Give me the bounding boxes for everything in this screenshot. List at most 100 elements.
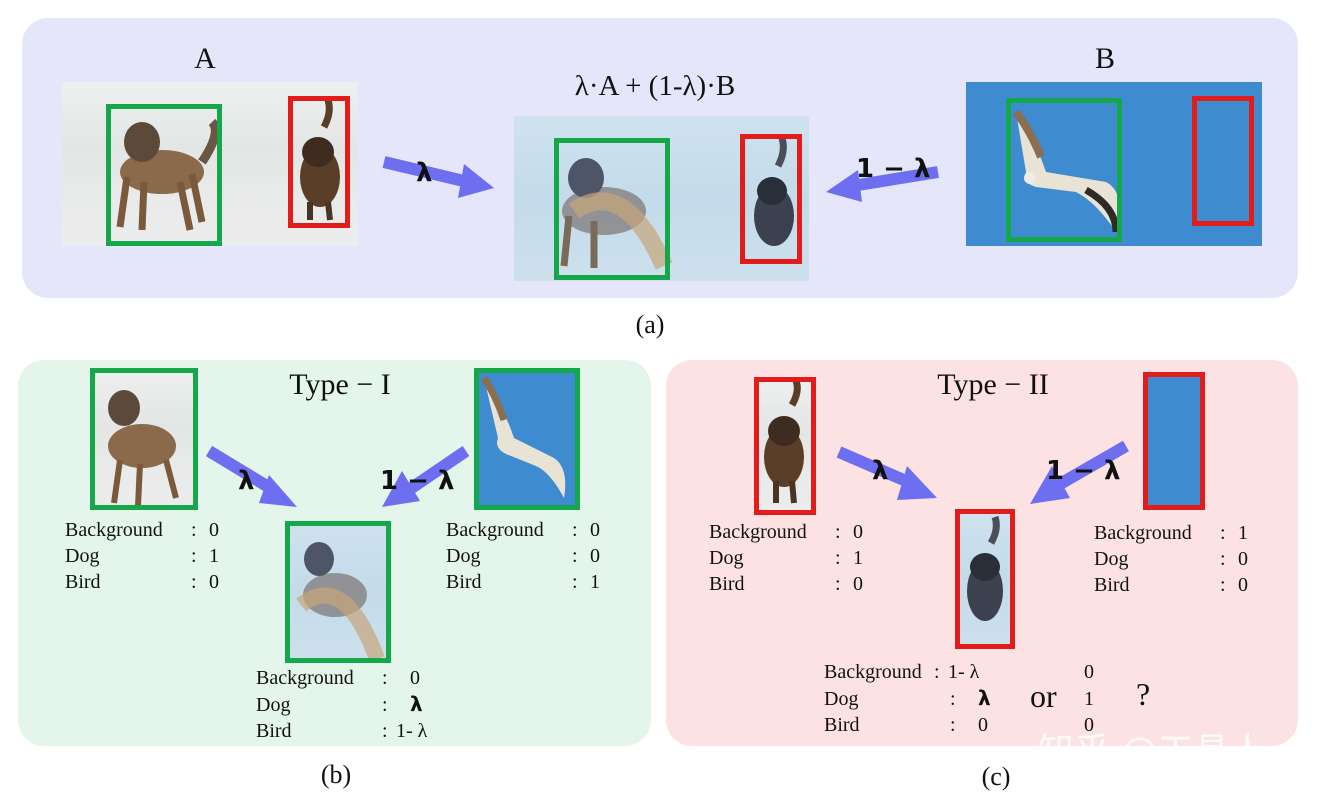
label-value: 0 (1238, 548, 1248, 570)
label-name: Background (709, 521, 807, 543)
question-mark: ? (1136, 676, 1151, 712)
arrow-one-minus-lambda-b-label: 1 − λ (380, 466, 455, 496)
mixed-illustration (560, 136, 794, 270)
type-i-mixed-illustration (296, 542, 385, 662)
label-sep: : (191, 519, 197, 541)
arrow-lambda-c (836, 446, 937, 500)
image-b-label: B (1094, 42, 1115, 75)
mixup-formula: λ·A + (1-λ)·B (574, 70, 736, 102)
label-sep: : (572, 519, 578, 541)
label-value: 0 (853, 521, 863, 543)
label-value: 0 (978, 714, 988, 736)
label-sep: : (191, 545, 197, 567)
type-i-bird-illustration (481, 376, 566, 498)
label-value: 1- λ (396, 720, 428, 742)
watermark: 知乎 @工具人 (1038, 731, 1266, 772)
type-ii-title: Type − II (937, 368, 1049, 401)
type-i-bird-crop (474, 368, 580, 510)
label-sep: : (1220, 574, 1226, 596)
image-b-bird (966, 82, 1262, 246)
label-value: 1 (1238, 522, 1248, 544)
label-value: 0 (853, 573, 863, 595)
label-name: Background (65, 519, 163, 541)
arrow-lambda-c-label: λ (872, 456, 889, 486)
mixed-image (514, 116, 809, 281)
arrow-lambda-b (205, 445, 297, 507)
label-value: 0 (590, 545, 600, 567)
background-bbox-red (1192, 96, 1254, 226)
label-name: Bird (446, 571, 482, 593)
type-i-bird-box (474, 368, 580, 510)
type-ii-background-box (1143, 372, 1205, 510)
arrow-one-minus-lambda-a (826, 166, 939, 202)
label-name: Bird (65, 571, 101, 593)
type-ii-right-labels: Background:1 Dog:0 Bird:0 (1094, 520, 1248, 598)
label-name: Dog (446, 545, 481, 567)
label-name: Background (256, 667, 354, 689)
arrow-one-minus-lambda-b (382, 446, 470, 507)
type-ii-left-labels: Background:0 Dog:1 Bird:0 (709, 519, 863, 597)
arrow-lambda-a (382, 156, 494, 198)
label-alt-value: 0 (1084, 714, 1094, 736)
type-ii-mixed-box (955, 509, 1015, 649)
type-ii-dog-crop (754, 377, 816, 515)
label-value: 1 (853, 547, 863, 569)
caption-b: (b) (320, 760, 352, 789)
label-name: Dog (824, 688, 859, 710)
label-sep: : (835, 573, 841, 595)
type-i-title: Type − I (289, 368, 391, 401)
bird-illustration (1012, 109, 1120, 233)
arrow-one-minus-lambda-c (1030, 440, 1129, 504)
label-name: Bird (1094, 574, 1130, 596)
type-ii-mixed-crop (955, 509, 1015, 649)
image-a-dogs (62, 82, 358, 246)
type-i-mixed-labels: Background:0 Dog:λ Bird:1- λ (256, 665, 427, 744)
label-name: Bird (709, 573, 745, 595)
type-i-right-labels: Background:0 Dog:0 Bird:1 (446, 517, 600, 595)
type-ii-dog-illustration (764, 379, 804, 504)
label-sep: : (934, 661, 940, 683)
label-sep: : (950, 688, 956, 710)
image-a-label: A (194, 42, 216, 75)
label-value: 0 (209, 519, 219, 541)
type-i-dog-illustration (108, 390, 179, 507)
label-name: Dog (65, 545, 100, 567)
label-sep: : (382, 694, 388, 716)
type-i-dog-crop (90, 368, 198, 510)
label-value: λ (410, 692, 423, 716)
label-value: 1 (590, 571, 600, 593)
label-value: 1- λ (948, 661, 980, 683)
type-i-left-labels: Background:0 Dog:1 Bird:0 (65, 517, 219, 595)
label-value: 0 (209, 571, 219, 593)
type-ii-dog-box (754, 377, 816, 515)
bird-bbox-green (1006, 98, 1122, 242)
mixed-bbox-green (554, 138, 670, 280)
label-sep: : (382, 720, 388, 742)
label-sep: : (1220, 548, 1226, 570)
label-value: 0 (1238, 574, 1248, 596)
type-i-mixed-box (285, 521, 391, 663)
arrow-lambda-b-label: λ (238, 466, 255, 496)
label-name: Dog (256, 694, 291, 716)
label-name: Bird (256, 720, 292, 742)
label-sep: : (835, 521, 841, 543)
label-name: Dog (709, 547, 744, 569)
type-i-dog-box (90, 368, 198, 510)
label-sep: : (950, 714, 956, 736)
dogs-illustration (116, 98, 340, 231)
label-name: Bird (824, 714, 860, 736)
label-sep: : (572, 571, 578, 593)
label-sep: : (382, 667, 388, 689)
label-value: 0 (410, 667, 420, 689)
label-name: Background (1094, 522, 1192, 544)
label-alt-value: 0 (1084, 661, 1094, 683)
label-name: Background (446, 519, 544, 541)
arrow-lambda-a-label: λ (416, 158, 433, 188)
label-value: 1 (209, 545, 219, 567)
caption-a: (a) (635, 310, 665, 339)
label-name: Dog (1094, 548, 1129, 570)
label-alt-value: 1 (1084, 688, 1094, 710)
dog-bbox-green (106, 104, 222, 246)
caption-c: (c) (981, 762, 1011, 791)
